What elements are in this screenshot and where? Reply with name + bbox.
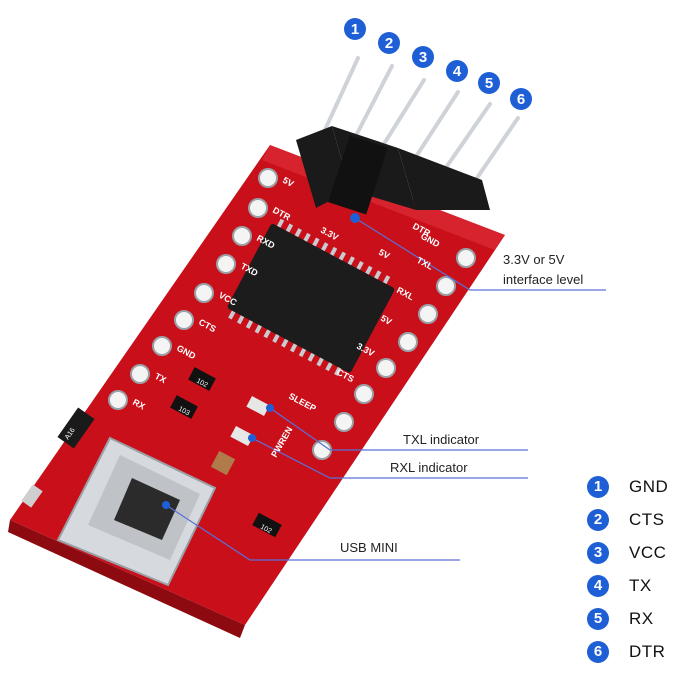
callout-lines — [165, 217, 606, 561]
header-plastic — [296, 126, 490, 210]
pin-badge-5: 5 — [478, 72, 500, 94]
legend-badge: 4 — [587, 574, 609, 597]
legend-badge: 3 — [587, 541, 609, 564]
txl-indicator-label: TXL indicator — [403, 432, 480, 447]
legend-badge: 1 — [587, 475, 609, 498]
callout-dots — [162, 213, 360, 509]
legend-row-rx: 5 RX — [587, 602, 677, 635]
usb-mini-connector — [56, 436, 217, 587]
legend-row-gnd: 1 GND — [587, 470, 677, 503]
legend-label: CTS — [629, 509, 665, 529]
pin-badge-3: 3 — [412, 46, 434, 68]
pin-badge-2: 2 — [378, 32, 400, 54]
legend-badge: 6 — [587, 640, 609, 663]
legend-label: TX — [629, 575, 652, 595]
jumper-cap — [328, 135, 388, 215]
usb-mini-label: USB MINI — [340, 540, 398, 555]
pcb-board — [8, 145, 505, 638]
legend-label: RX — [629, 608, 654, 628]
right-pads — [312, 248, 476, 460]
legend-label: GND — [629, 476, 669, 496]
legend-badge: 5 — [587, 607, 609, 630]
ic-chip — [227, 218, 395, 376]
legend-badge: 2 — [587, 508, 609, 531]
legend-label: VCC — [629, 542, 667, 562]
left-pads — [108, 168, 278, 410]
pin-badge-4: 4 — [446, 60, 468, 82]
legend-row-tx: 4 TX — [587, 569, 677, 602]
interface-level-line1: 3.3V or 5V — [503, 252, 565, 267]
legend-row-vcc: 3 VCC — [587, 536, 677, 569]
legend-row-cts: 2 CTS — [587, 503, 677, 536]
smd-components — [21, 367, 282, 538]
legend-row-dtr: 6 DTR — [587, 635, 677, 668]
rxl-indicator-label: RXL indicator — [390, 460, 468, 475]
pin-legend: 1 GND 2 CTS 3 VCC 4 TX 5 RX 6 DTR — [587, 470, 677, 668]
pin-badge-6: 6 — [510, 88, 532, 110]
pin-badge-1: 1 — [344, 18, 366, 40]
interface-level-line2: interface level — [503, 272, 584, 287]
legend-label: DTR — [629, 641, 666, 661]
